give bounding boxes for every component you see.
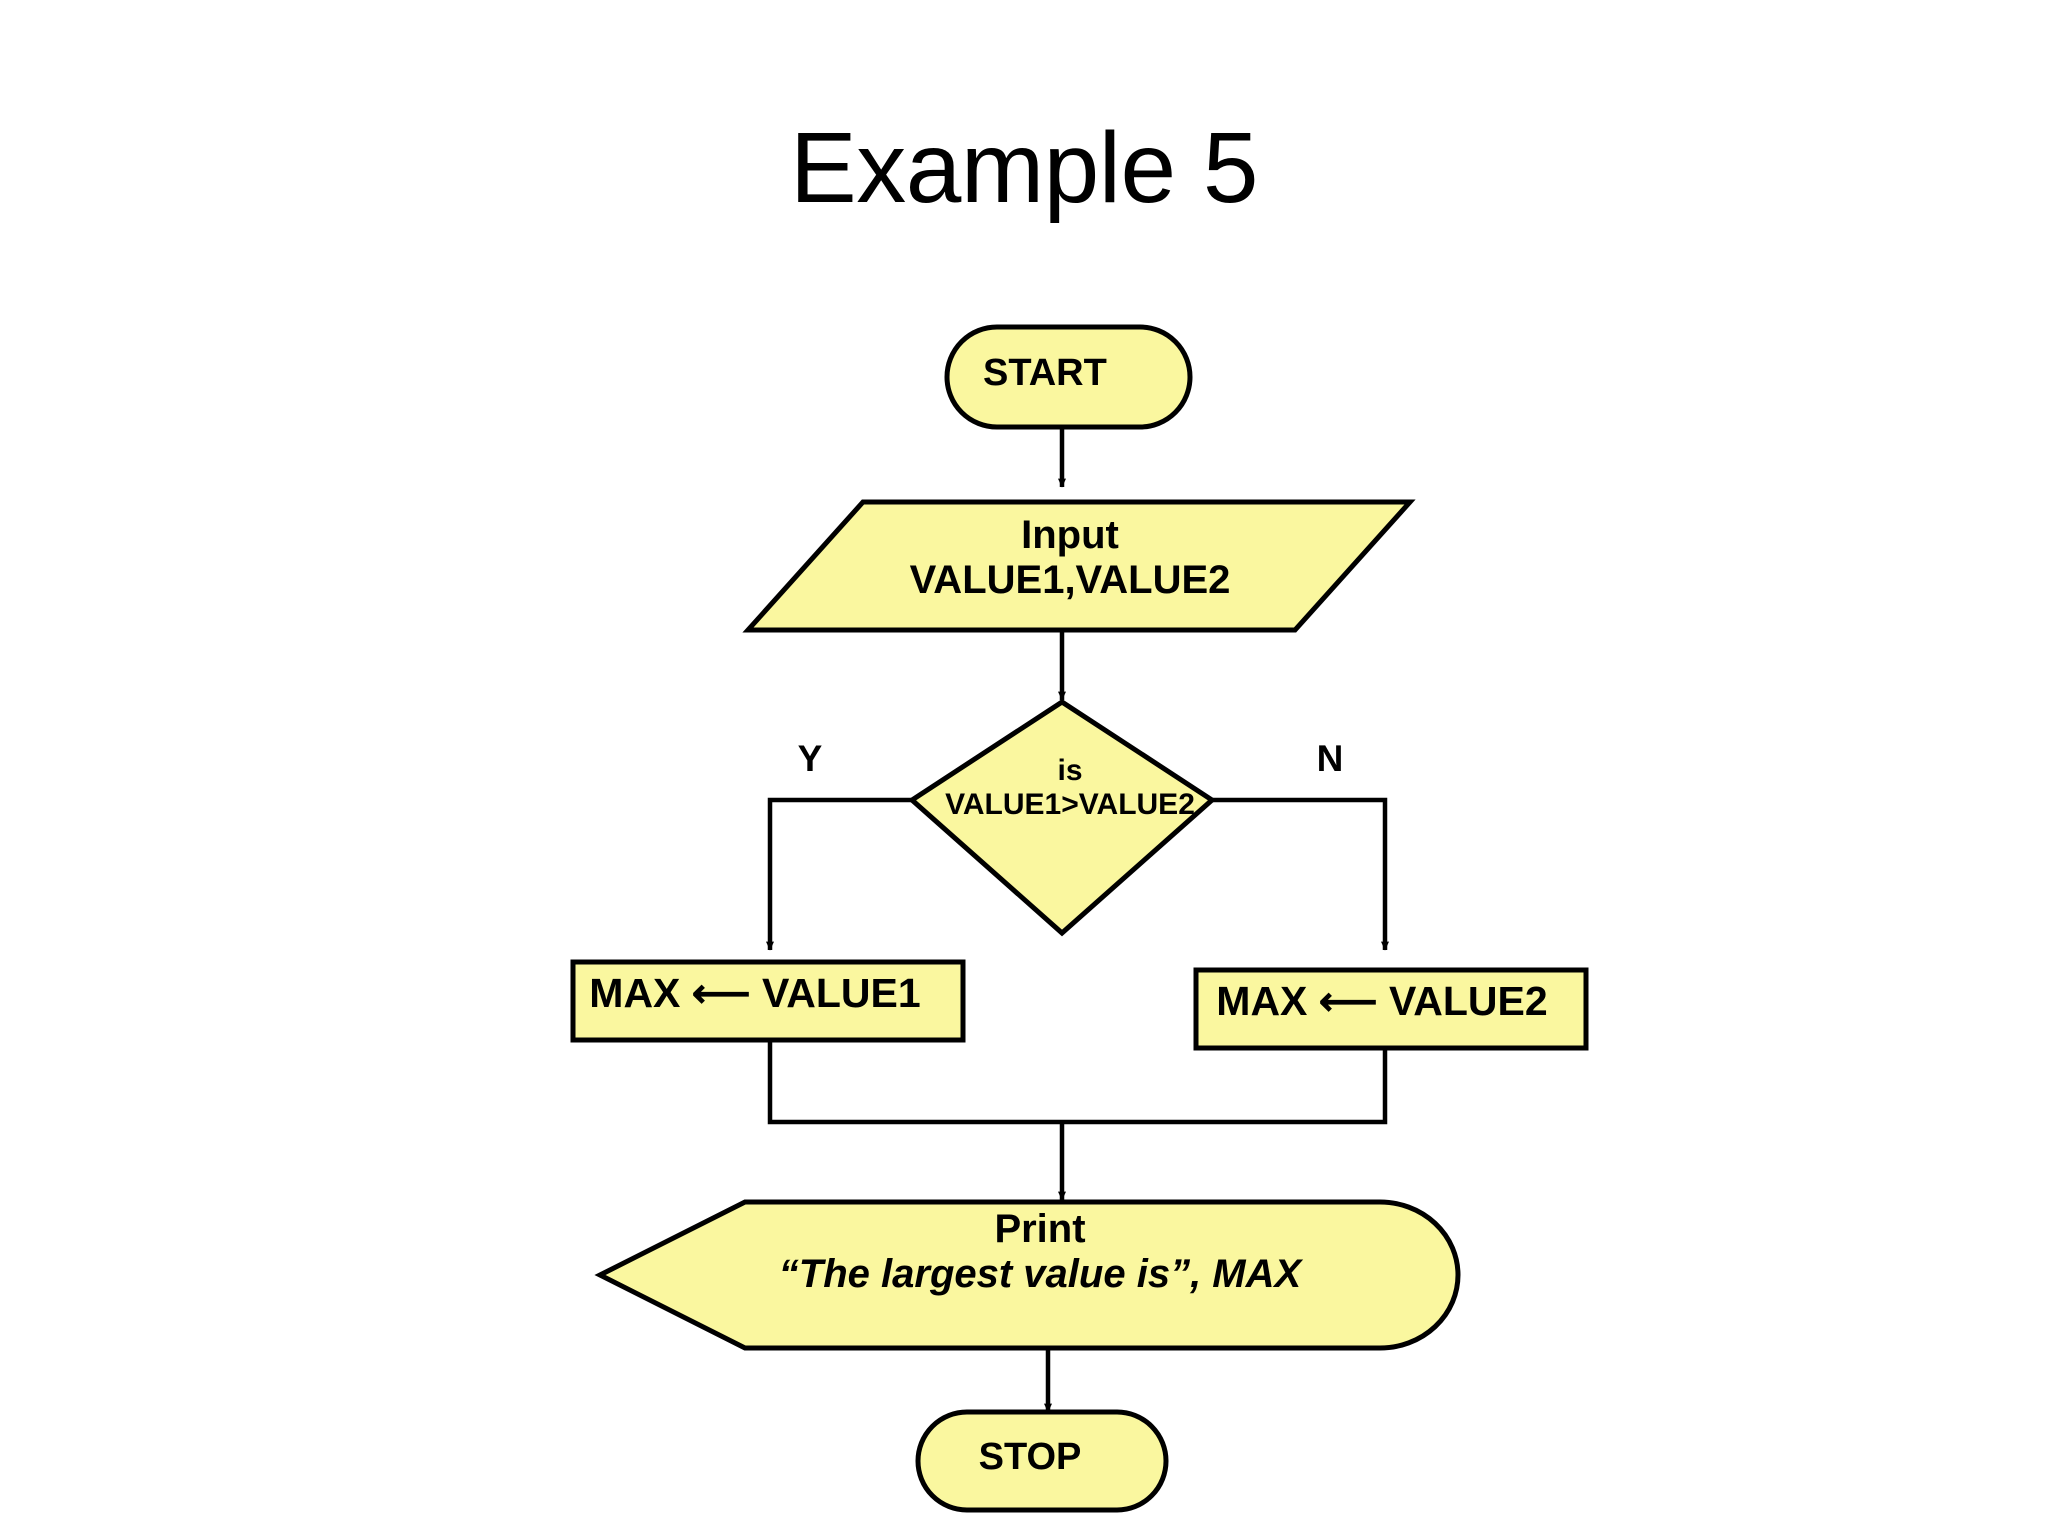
node-decision-shape[interactable] <box>907 699 1217 937</box>
node-stop-shape[interactable] <box>915 1409 1169 1513</box>
node-start-shape[interactable] <box>944 324 1193 430</box>
connector-procright-to-merge <box>1062 1048 1388 1125</box>
connector-group <box>766 427 1389 1413</box>
connector-procleft-to-merge <box>767 1040 1062 1125</box>
node-process-right-shape[interactable] <box>1193 967 1589 1051</box>
connector-decision-no <box>1212 797 1389 951</box>
page-title: Example 5 <box>790 112 1258 224</box>
branch-label-yes: Y <box>797 738 823 779</box>
node-print-shape[interactable] <box>594 1199 1461 1351</box>
node-input-shape[interactable] <box>742 499 1416 633</box>
branch-label-no: N <box>1316 738 1344 779</box>
connector-decision-yes <box>766 797 912 951</box>
node-shape-group <box>570 324 1589 1513</box>
node-process-left-shape[interactable] <box>570 959 966 1043</box>
